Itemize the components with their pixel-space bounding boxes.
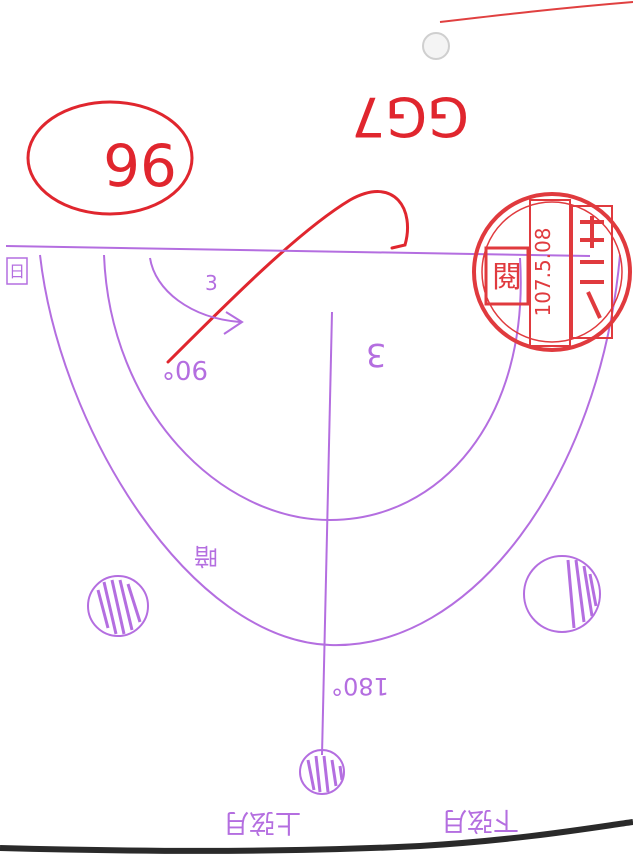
inner-arc xyxy=(104,255,521,520)
grade-score: 96 xyxy=(103,130,177,198)
torn-top-edge xyxy=(440,2,633,22)
approval-stamp: 閱 107.5.08 xyxy=(474,194,630,350)
top-mark-label: 3 xyxy=(366,336,386,374)
small-arc-arrowhead xyxy=(224,312,242,334)
right-moon-drawing xyxy=(524,556,600,632)
footer-right-text: 下弦月 xyxy=(441,805,519,835)
punch-hole xyxy=(423,33,449,59)
corner-box-label: 日 xyxy=(9,262,25,281)
arc-angle-label: 90° xyxy=(162,354,208,384)
footer-left-text: 上弦月 xyxy=(223,807,301,837)
bottom-page-edge xyxy=(0,822,633,851)
red-note: GG7 xyxy=(351,85,469,148)
vertical-line xyxy=(322,312,332,755)
small-arc-mark: 3 xyxy=(205,271,218,295)
vertical-angle-label: 180° xyxy=(331,672,389,700)
stamp-lettering: 閱 xyxy=(492,260,522,295)
left-moon-drawing xyxy=(88,576,148,636)
stamp-date: 107.5.08 xyxy=(531,227,555,316)
bottom-moon-drawing xyxy=(300,750,344,794)
dark-label: 暗 xyxy=(194,542,218,570)
